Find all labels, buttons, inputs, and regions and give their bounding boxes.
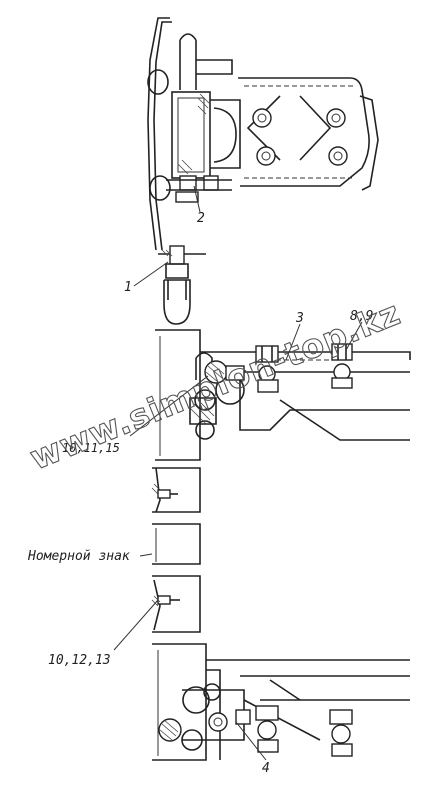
callout-items-10-12-13: 10,12,13 xyxy=(48,653,111,668)
nut-items-8-9 xyxy=(331,343,353,389)
bottom-nut-left xyxy=(255,705,279,753)
plate-nut-2 xyxy=(326,108,346,128)
bolt-items-10-11-15 xyxy=(204,360,245,384)
callout-item-4: 4 xyxy=(262,761,270,776)
callout-items-8-9: 8,9 xyxy=(350,309,373,324)
top-bracket-assembly xyxy=(147,17,379,325)
callout-item-2: 2 xyxy=(197,211,205,226)
plate-nut-1 xyxy=(252,108,272,128)
bottom-nut-right xyxy=(329,709,353,757)
plate-nut-3 xyxy=(256,146,276,166)
callout-item-3: 3 xyxy=(295,311,304,326)
callout-items-10-11-15: 10,11,15 xyxy=(62,441,120,455)
callout-item-1: 1 xyxy=(124,280,132,295)
middle-bracket-assembly xyxy=(155,329,411,461)
bolt-item-4 xyxy=(208,709,251,732)
plate-mount-strip xyxy=(151,467,201,633)
plate-nut-4 xyxy=(328,146,348,166)
leader-lines xyxy=(113,185,363,761)
callout-plate-label: Номерной знак xyxy=(27,549,130,564)
nut-item-3 xyxy=(255,345,279,393)
bottom-bracket-assembly xyxy=(152,643,410,761)
